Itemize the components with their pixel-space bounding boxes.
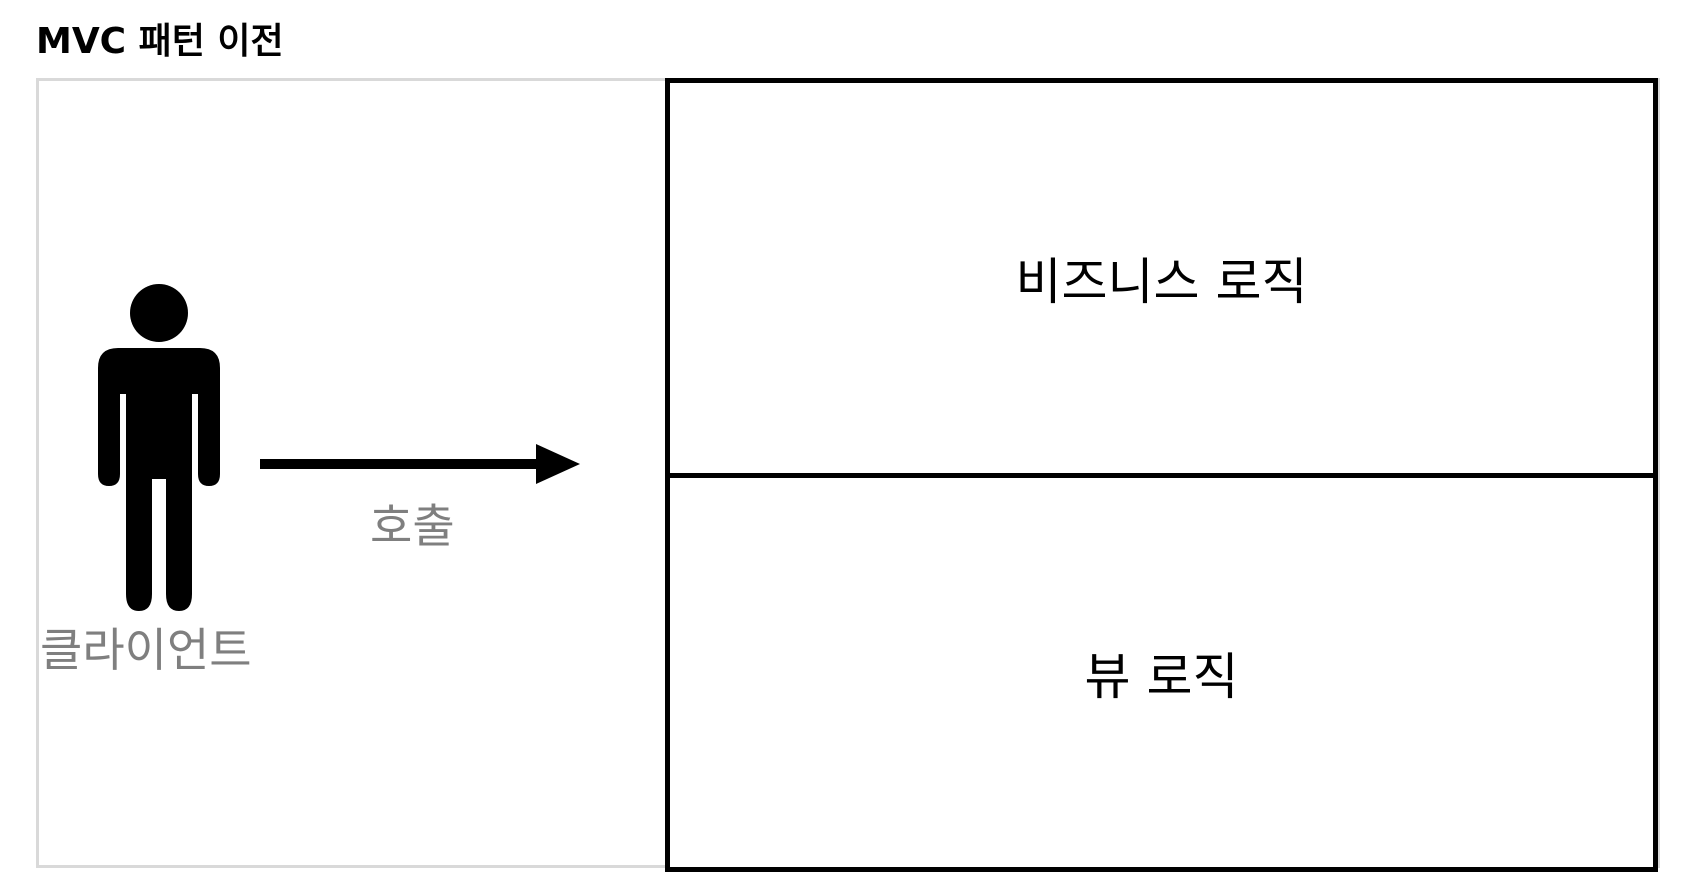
business-logic-label: 비즈니스 로직: [1015, 253, 1308, 311]
business-logic-section: 비즈니스 로직: [670, 83, 1653, 473]
section-divider: [670, 473, 1653, 478]
client-label: 클라이언트: [40, 623, 252, 677]
view-logic-section: 뷰 로직: [670, 478, 1653, 867]
call-label: 호출: [370, 499, 455, 553]
person-icon: [98, 284, 220, 611]
view-logic-label: 뷰 로직: [1084, 647, 1239, 706]
arrow-right-icon: [260, 444, 580, 484]
page-title: MVC 패턴 이전: [36, 21, 284, 62]
application-box: 비즈니스 로직 뷰 로직: [665, 78, 1658, 872]
